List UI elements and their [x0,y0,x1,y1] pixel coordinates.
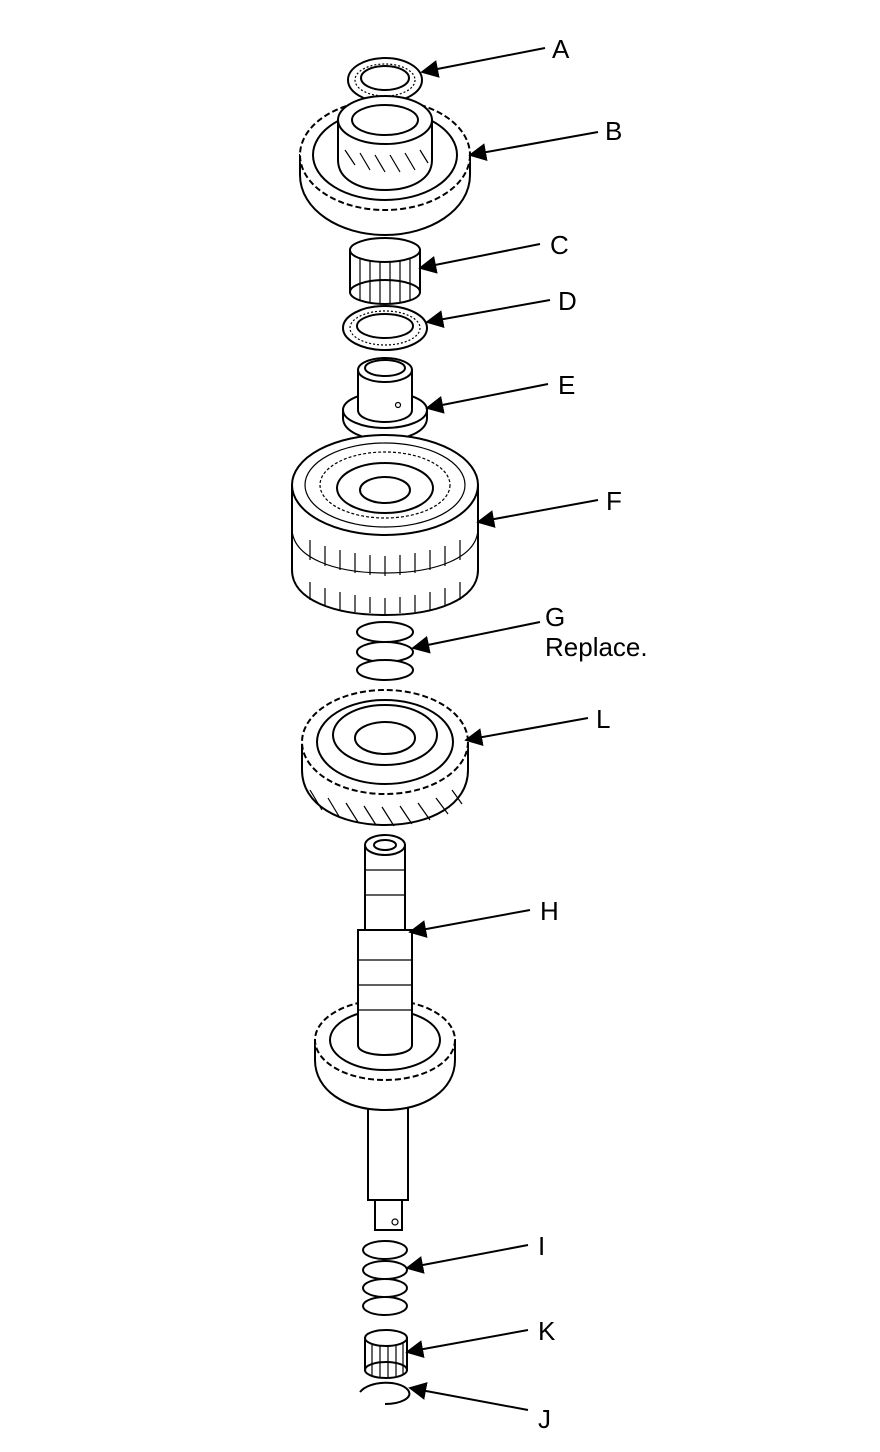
part-k-needle-bearing [364,1329,408,1379]
callout-f: F [606,486,622,516]
leader-b [468,131,599,161]
part-l-gear [301,689,469,827]
part-b-gear [299,95,471,237]
callout-g: G [545,602,565,632]
callout-l: L [596,704,610,734]
callout-a: A [552,34,570,64]
part-f-clutch-drum [291,434,479,617]
part-d-thrust-bearing [342,305,428,351]
leader-h [408,909,531,938]
part-a-thrust-bearing [347,57,423,103]
leader-k [405,1329,529,1358]
callout-d: D [558,286,577,316]
leader-i [405,1244,529,1274]
part-h-shaft [314,834,456,1231]
leader-c [418,243,541,274]
leader-g [411,621,541,654]
callout-b: B [605,116,622,146]
part-c-needle-bearing [349,237,421,305]
callout-i: I [538,1231,545,1261]
leader-j [408,1382,529,1411]
part-j-circlip [359,1381,411,1405]
part-e-collar [342,357,428,442]
part-i-seal-rings [362,1240,408,1316]
leader-f [476,499,599,528]
leader-a [420,47,546,78]
callout-g-note: Replace. [545,632,648,662]
leader-l [464,717,589,746]
leader-e [425,383,549,414]
leader-d [425,299,551,329]
callout-k: K [538,1316,556,1346]
callout-j: J [538,1404,551,1434]
callout-h: H [540,896,559,926]
callout-c: C [550,230,569,260]
callout-e: E [558,370,575,400]
part-g-snap-rings [356,621,414,681]
